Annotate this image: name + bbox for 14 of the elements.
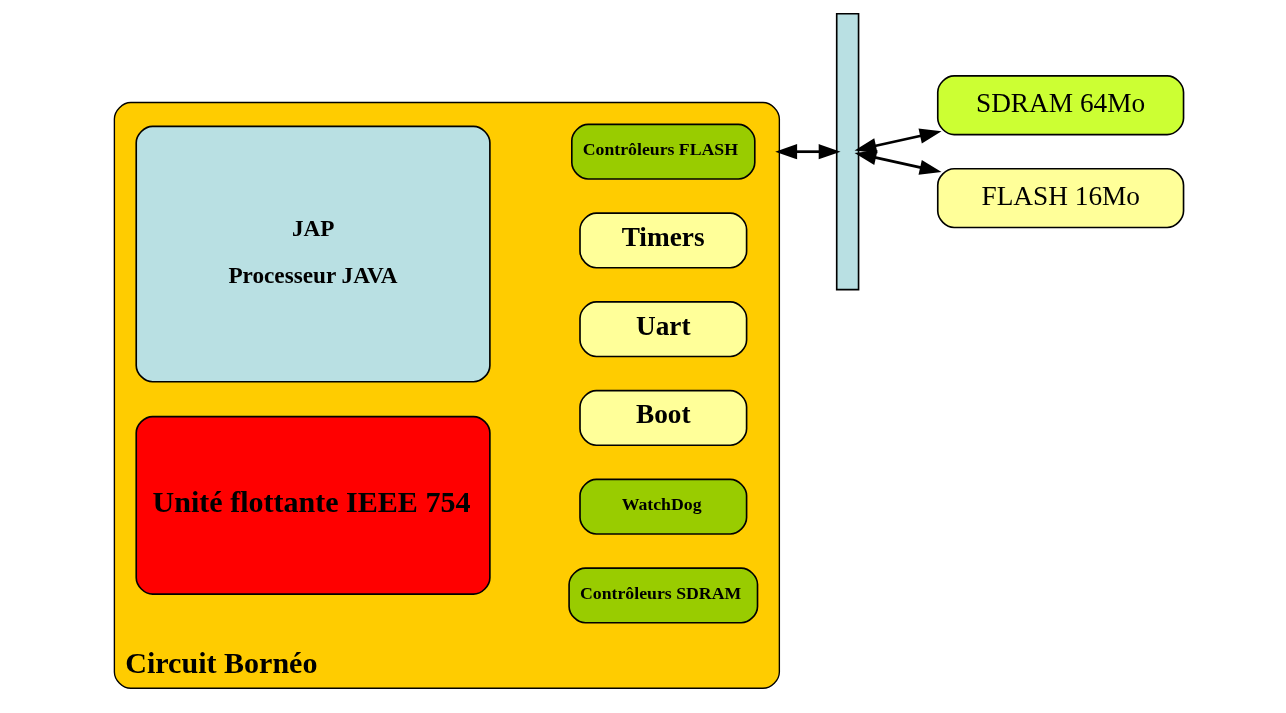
node-bar <box>835 12 859 291</box>
arrow <box>854 150 942 175</box>
node-box: SDRAM 64Mo <box>936 75 1184 136</box>
node-box: JAP Processeur JAVA <box>134 125 491 383</box>
node-box: Contrôleurs SDRAM <box>567 567 758 624</box>
node-box: Unité flottante IEEE 754 <box>134 415 491 595</box>
node-box: FLASH 16Mo <box>936 167 1184 229</box>
node-box: Timers <box>578 212 747 269</box>
node-box: Boot <box>578 389 747 447</box>
node-box: Uart <box>578 301 747 358</box>
node-box: WatchDog <box>578 478 747 535</box>
arrow <box>774 144 841 160</box>
arrow <box>854 128 942 154</box>
node-box: Contrôleurs FLASH <box>570 123 756 180</box>
